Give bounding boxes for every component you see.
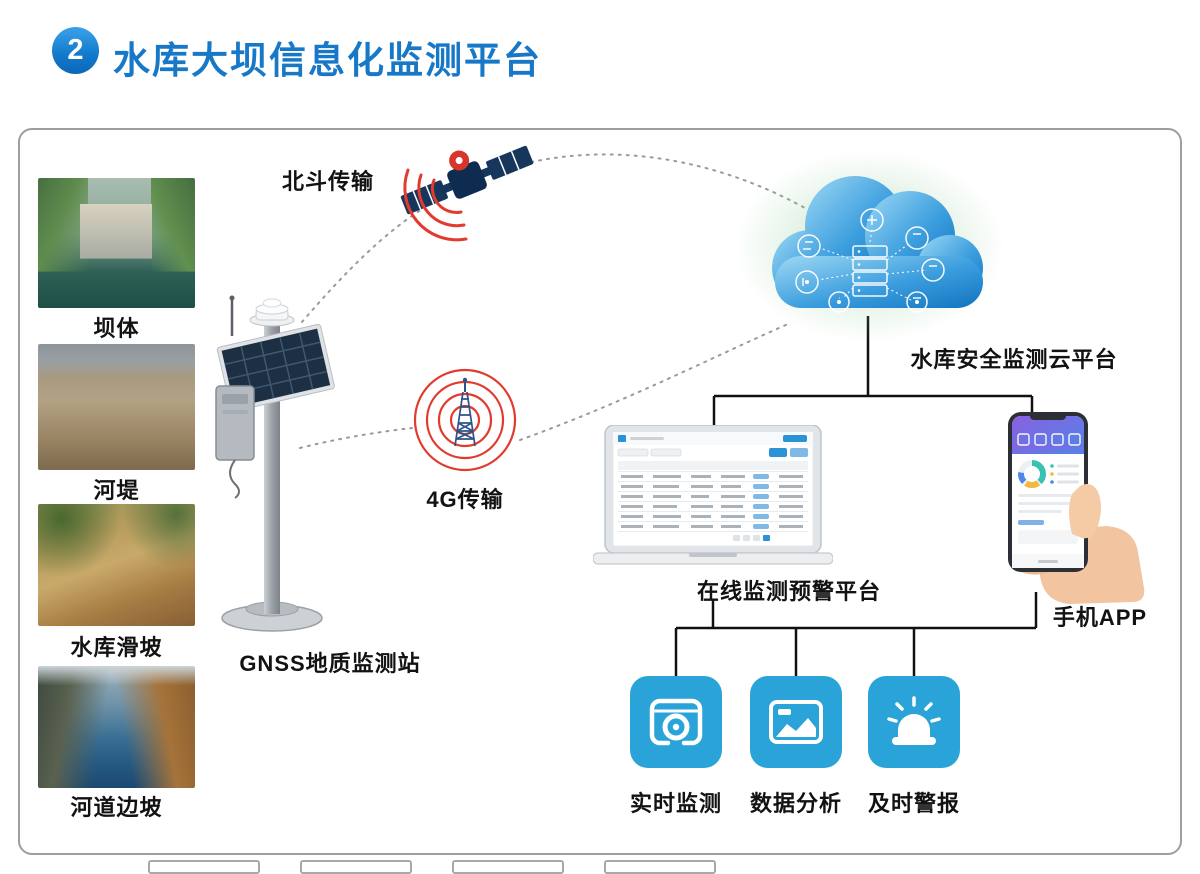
- embankment-photo-label: 河堤: [93, 478, 140, 503]
- cloud-platform-icon: [735, 150, 1005, 342]
- 4g-tower-icon: [413, 368, 517, 472]
- hand-thumb: [1069, 484, 1101, 539]
- phone-app-label: 手机APP: [1052, 605, 1148, 630]
- gnss-station-icon: [215, 295, 335, 632]
- gnss-station-label: GNSS地质监测站: [239, 651, 421, 676]
- beidou-link-label: 北斗传输: [281, 169, 374, 194]
- laptop-monitoring-screen: [593, 425, 833, 565]
- beidou-signal-waves-icon: [403, 168, 468, 242]
- camera-icon: [649, 698, 703, 746]
- alarm-icon: [887, 696, 941, 745]
- landslide-photo: [38, 504, 195, 626]
- cropped-next-section-box: [604, 860, 716, 874]
- feature-alarm-label: 及时警报: [868, 791, 961, 816]
- river-slope-photo-label: 河道边坡: [70, 795, 163, 820]
- dam-photo: [38, 178, 195, 308]
- online-platform-label: 在线监测预警平台: [696, 579, 881, 604]
- chart-icon: [769, 700, 823, 744]
- phone-notch: [1030, 412, 1066, 420]
- feature-timely-alarm: [868, 676, 960, 768]
- cropped-next-section-box: [452, 860, 564, 874]
- phone-app-icon: [1008, 412, 1145, 604]
- dam-photo-label: 坝体: [93, 316, 140, 341]
- feature-realtime-label: 实时监测: [630, 791, 723, 816]
- embankment-photo: [38, 344, 195, 470]
- river-slope-photo: [38, 666, 195, 788]
- cropped-next-section-box: [300, 860, 412, 874]
- feature-data-analysis: [750, 676, 842, 768]
- lte-link-label: 4G传输: [426, 487, 504, 512]
- cropped-next-section-box: [148, 860, 260, 874]
- section-number-badge: 2: [52, 27, 99, 74]
- feature-analysis-label: 数据分析: [750, 791, 843, 816]
- page-title: 水库大坝信息化监测平台: [113, 40, 542, 81]
- landslide-photo-label: 水库滑坡: [70, 635, 163, 660]
- cloud-platform-label: 水库安全监测云平台: [910, 347, 1118, 372]
- feature-realtime-monitoring: [630, 676, 722, 768]
